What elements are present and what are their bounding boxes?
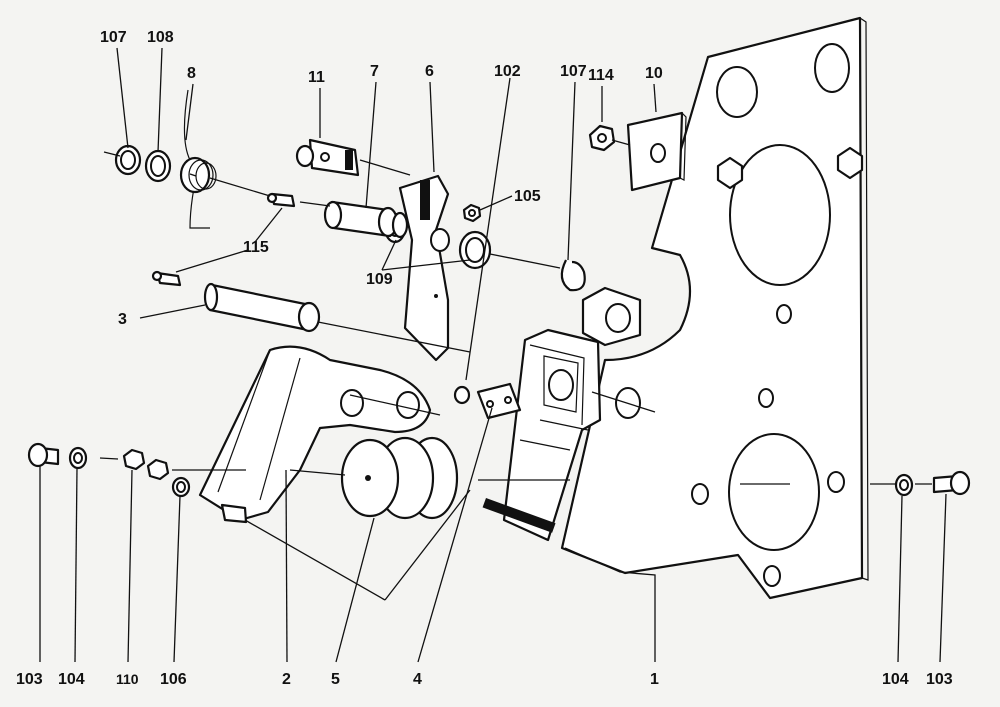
callout-labels: 107 108 8 11 7 6 102 107 114 10 105 115 … [16,29,953,688]
part-10-square-plate [626,111,687,192]
label-103-bottom-left: 103 [16,671,43,688]
label-109: 109 [366,271,393,288]
part-104-washer-left [68,446,88,470]
part-107-circlip-right [560,259,586,292]
part-114-nut [588,124,616,152]
part-6-lever [398,174,450,362]
label-10: 10 [645,65,663,82]
part-103-bolt-right [932,470,971,496]
label-102: 102 [494,63,521,80]
part-104-washer-right [894,473,914,497]
label-7: 7 [370,63,379,80]
label-11: 11 [308,69,325,86]
label-4: 4 [413,671,422,688]
label-103-bottom-right: 103 [926,671,953,688]
part-4-bracket [482,328,602,542]
label-115: 115 [243,239,269,256]
part-110-nuts [122,448,170,481]
part-108-washer [144,149,172,183]
label-108: 108 [147,29,174,46]
part-107-washer-left [114,144,142,176]
nut-left [716,156,744,190]
label-3: 3 [118,311,127,328]
label-110: 110 [116,671,139,687]
part-1-mounting-plate [560,16,869,600]
part-115-grease-nipple-upper [266,192,296,208]
part-8-spring [179,89,217,229]
part-103-bolt-left [27,442,60,468]
label-104-bottom-right: 104 [882,671,909,688]
part-7-pin [323,200,409,239]
label-114: 114 [588,67,614,84]
label-105: 105 [514,188,541,205]
label-107-top-right: 107 [560,63,587,80]
label-104-bottom-left: 104 [58,671,85,688]
label-2: 2 [282,671,291,688]
part-106-washer [171,476,191,498]
label-107-top-left: 107 [100,29,127,46]
spacer-block [581,286,642,347]
part-5-rollers [340,436,459,520]
part-2-arm [198,345,432,524]
label-1: 1 [650,671,659,688]
part-105-nut [462,203,482,223]
callout-leaders [39,47,947,663]
part-11-clevis [295,138,360,177]
part-3-shaft [203,282,321,333]
label-6: 6 [425,63,434,80]
label-8: 8 [187,65,196,82]
label-5: 5 [331,671,340,688]
leader-lines [99,139,932,485]
part-115-grease-nipple-lower [151,270,182,287]
part-102-small-plate [453,382,522,420]
label-106: 106 [160,671,187,688]
nut-right [836,146,864,180]
